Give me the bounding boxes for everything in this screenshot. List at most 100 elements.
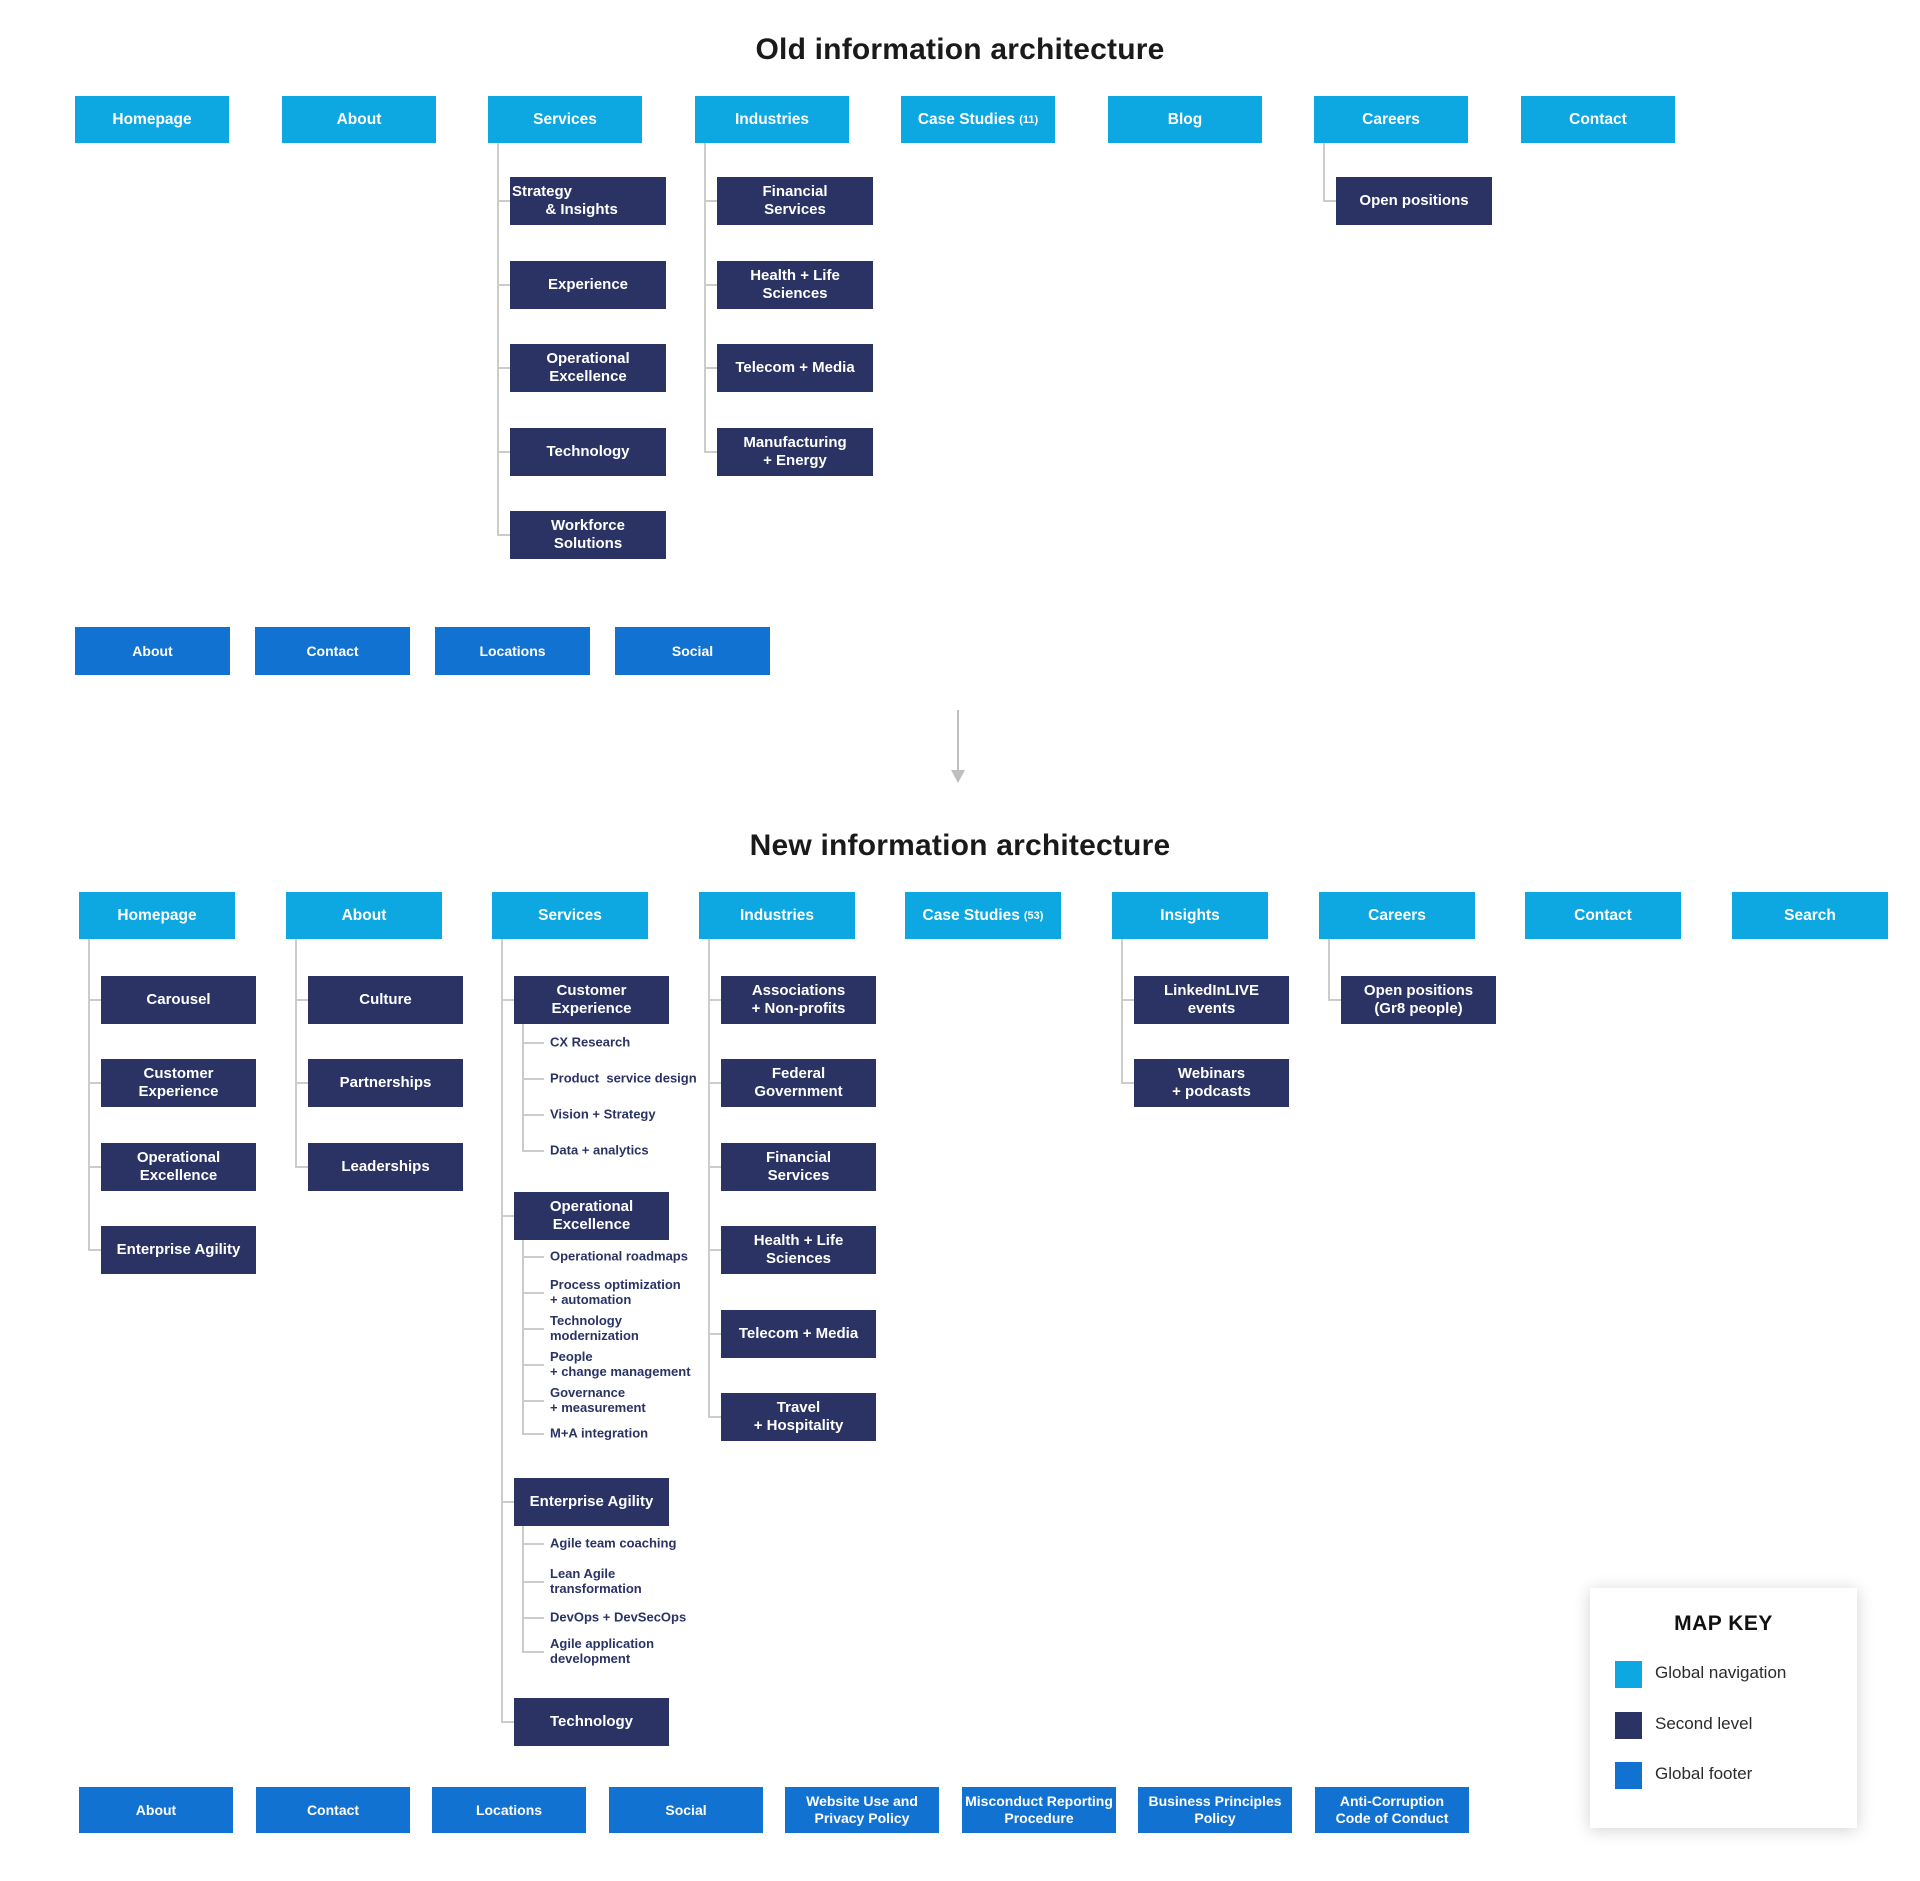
new-nav-about-child-partnerships-label: Partnerships — [339, 1074, 432, 1091]
connector-old-nav-services — [497, 143, 499, 535]
new-nav-homepage-child-customer-experience: Customer Experience — [101, 1059, 256, 1107]
new-footer-about: About — [79, 1787, 233, 1833]
old-nav-contact-label: Contact — [1569, 110, 1627, 128]
new-footer-locations-label: Locations — [475, 1801, 543, 1818]
new-nav-contact: Contact — [1525, 892, 1681, 939]
old-nav-contact: Contact — [1521, 96, 1675, 143]
new-services-child-customer-experience-item-data-analytics: Data + analytics — [550, 1142, 649, 1158]
new-nav-industries-child-travel-hospitality: Travel + Hospitality — [721, 1393, 876, 1441]
connector-new-nav-about — [295, 939, 297, 1167]
connector-new-nav-services — [501, 939, 503, 1722]
old-nav-case-studies-count: (11) — [1019, 113, 1039, 126]
connector-new-nav-homepage-stub — [88, 1249, 101, 1251]
new-nav-homepage-child-carousel-label: Carousel — [146, 991, 211, 1008]
new-footer-anti-corruption-code-of-conduct-label: Anti-Corruption Code of Conduct — [1335, 1793, 1449, 1826]
new-nav-about-child-culture: Culture — [308, 976, 463, 1024]
old-nav-industries-child-financial-services: Financial Services — [717, 177, 873, 225]
new-nav-about-label: About — [341, 906, 387, 924]
new-nav-homepage-label: Homepage — [117, 906, 197, 924]
old-nav-services-child-strategy-insights-label: Strategy & Insights — [512, 183, 618, 218]
new-nav-industries-child-federal-government-label: Federal Government — [754, 1065, 843, 1100]
old-nav-services-child-strategy-insights: Strategy & Insights — [510, 177, 666, 225]
connector-old-nav-industries-stub — [704, 284, 717, 286]
old-nav-services-label: Services — [533, 110, 597, 128]
new-services-child-operational-excellence-item-m-a-integration: M+A integration — [550, 1425, 649, 1441]
connector-new-nav-industries-stub — [708, 1082, 721, 1084]
connector-new-services-child-enterprise-agility-stub — [522, 1543, 544, 1545]
new-nav-industries-child-federal-government: Federal Government — [721, 1059, 876, 1107]
new-footer-social-label: Social — [665, 1801, 707, 1818]
connector-new-nav-careers-stub — [1328, 999, 1341, 1001]
new-footer-anti-corruption-code-of-conduct: Anti-Corruption Code of Conduct — [1315, 1787, 1469, 1833]
connector-new-nav-about-stub — [295, 1166, 308, 1168]
connector-new-services-child-operational-excellence-stub — [522, 1256, 544, 1258]
new-services-child-technology-label: Technology — [549, 1713, 634, 1730]
new-nav-about-child-leaderships-label: Leaderships — [341, 1158, 430, 1175]
old-nav-homepage: Homepage — [75, 96, 229, 143]
connector-new-nav-careers — [1328, 939, 1330, 1000]
connector-new-nav-industries-stub — [708, 1166, 721, 1168]
new-services-child-enterprise-agility-item-agile-application-development: Agile application development — [550, 1636, 655, 1666]
new-services-child-customer-experience-label: Customer Experience — [551, 982, 632, 1017]
connector-old-nav-industries — [704, 143, 706, 452]
old-footer-social-label: Social — [671, 642, 714, 659]
new-footer-misconduct-reporting-procedure-label: Misconduct Reporting Procedure — [965, 1793, 1113, 1826]
connector-new-nav-services-stub — [501, 1215, 514, 1217]
new-nav-insights-label: Insights — [1160, 906, 1220, 924]
old-nav-industries-child-manufacturing-energy: Manufacturing + Energy — [717, 428, 873, 476]
new-nav-homepage-child-operational-excellence-label: Operational Excellence — [136, 1149, 221, 1184]
new-services-child-customer-experience-item-vision-strategy: Vision + Strategy — [550, 1106, 656, 1122]
connector-new-nav-industries — [708, 939, 710, 1417]
new-nav-contact-label: Contact — [1574, 906, 1632, 924]
new-services-child-operational-excellence-item-operational-roadmaps: Operational roadmaps — [550, 1248, 688, 1264]
connector-new-nav-homepage-stub — [88, 999, 101, 1001]
new-nav-search: Search — [1732, 892, 1888, 939]
old-nav-blog: Blog — [1108, 96, 1262, 143]
connector-new-nav-insights-stub — [1121, 999, 1134, 1001]
connector-new-services-child-customer-experience-stub — [522, 1042, 544, 1044]
new-nav-industries-child-health-life-sciences-label: Health + Life Sciences — [753, 1232, 844, 1267]
old-nav-services-child-operational-excellence: Operational Excellence — [510, 344, 666, 392]
old-nav-industries-child-health-life-sciences-label: Health + Life Sciences — [750, 267, 840, 302]
new-services-child-customer-experience-item-cx-research: CX Research — [550, 1034, 631, 1050]
new-nav-careers: Careers — [1319, 892, 1475, 939]
connector-new-services-child-enterprise-agility — [522, 1526, 524, 1651]
connector-old-nav-industries-stub — [704, 367, 717, 369]
new-services-child-customer-experience-item-product-service-design: Product service design — [550, 1070, 697, 1086]
new-nav-case-studies-label: Case Studies — [922, 906, 1020, 924]
old-nav-industries-child-financial-services-label: Financial Services — [762, 183, 828, 218]
new-services-child-customer-experience: Customer Experience — [514, 976, 669, 1024]
old-footer-contact-label: Contact — [306, 642, 359, 659]
new-nav-industries-child-telecom-media-label: Telecom + Media — [738, 1325, 859, 1342]
connector-old-nav-industries-stub — [704, 200, 717, 202]
old-footer-social: Social — [615, 627, 770, 675]
new-footer-social: Social — [609, 1787, 763, 1833]
connector-new-services-child-operational-excellence-stub — [522, 1292, 544, 1294]
old-nav-services-child-operational-excellence-label: Operational Excellence — [546, 350, 630, 385]
connector-new-services-child-enterprise-agility-stub — [522, 1617, 544, 1619]
new-nav-industries-child-associations-non-profits: Associations + Non-profits — [721, 976, 876, 1024]
new-nav-services: Services — [492, 892, 648, 939]
global-footer-swatch — [1615, 1762, 1642, 1789]
new-services-child-operational-excellence-item-technology-modernization: Technology modernization — [550, 1313, 639, 1343]
new-nav-insights: Insights — [1112, 892, 1268, 939]
connector-new-nav-about-stub — [295, 1082, 308, 1084]
connector-new-services-child-customer-experience-stub — [522, 1114, 544, 1116]
new-nav-homepage-child-enterprise-agility: Enterprise Agility — [101, 1226, 256, 1274]
new-nav-careers-child-open-positions-gr8-people: Open positions (Gr8 people) — [1341, 976, 1496, 1024]
new-services-child-operational-excellence-item-process-optimization-automation: Process optimization + automation — [550, 1277, 681, 1307]
connector-new-nav-homepage — [88, 939, 90, 1251]
new-nav-case-studies: Case Studies(53) — [905, 892, 1061, 939]
new-nav-industries-child-financial-services-label: Financial Services — [765, 1149, 832, 1184]
new-services-child-enterprise-agility-item-lean-agile-transformation: Lean Agile transformation — [550, 1566, 642, 1596]
new-nav-industries-child-associations-non-profits-label: Associations + Non-profits — [751, 982, 846, 1017]
old-footer-about-label: About — [132, 642, 173, 659]
old-footer-locations: Locations — [435, 627, 590, 675]
old-nav-services-child-workforce-solutions-label: Workforce Solutions — [551, 517, 625, 552]
connector-new-nav-services-stub — [501, 1721, 514, 1723]
new-nav-homepage-child-carousel: Carousel — [101, 976, 256, 1024]
connector-new-services-child-operational-excellence-stub — [522, 1400, 544, 1402]
connector-new-services-child-enterprise-agility-stub — [522, 1651, 544, 1653]
new-services-child-enterprise-agility-item-devops-devsecops: DevOps + DevSecOps — [550, 1609, 687, 1625]
